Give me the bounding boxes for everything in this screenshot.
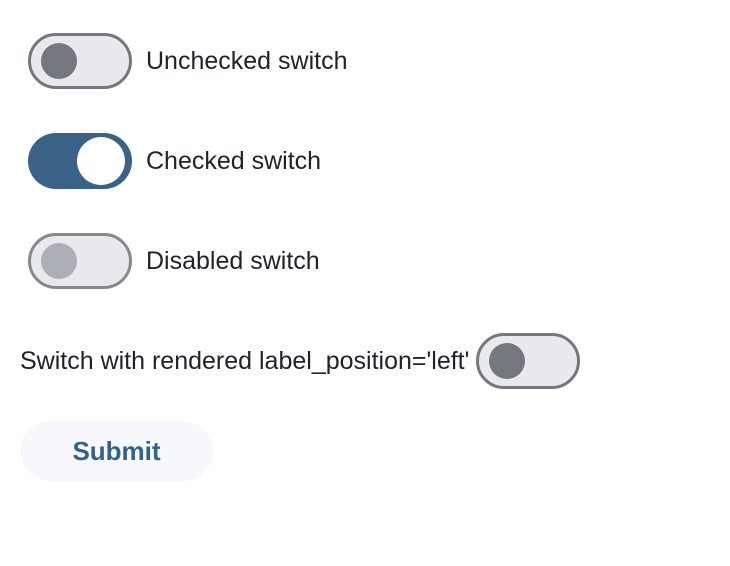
switch-knob	[41, 43, 77, 79]
checked-switch[interactable]	[28, 133, 132, 189]
switch-knob	[489, 343, 526, 379]
switch-label: Checked switch	[146, 146, 322, 175]
submit-button[interactable]: Submit	[20, 421, 213, 481]
switch-row-disabled: Disabled switch	[0, 233, 730, 289]
switch-label: Switch with rendered label_position='lef…	[20, 346, 470, 375]
switch-knob	[41, 243, 77, 279]
switch-knob	[77, 137, 125, 185]
switch-label: Disabled switch	[146, 246, 320, 275]
switch-row-checked: Checked switch	[0, 133, 730, 189]
disabled-switch	[28, 233, 132, 289]
unchecked-switch[interactable]	[28, 33, 132, 89]
switch-row-unchecked: Unchecked switch	[0, 33, 730, 89]
label-left-switch[interactable]	[476, 333, 581, 389]
switch-row-label-left: Switch with rendered label_position='lef…	[0, 333, 730, 389]
switch-label: Unchecked switch	[146, 46, 348, 75]
submit-row: Submit	[0, 421, 730, 481]
